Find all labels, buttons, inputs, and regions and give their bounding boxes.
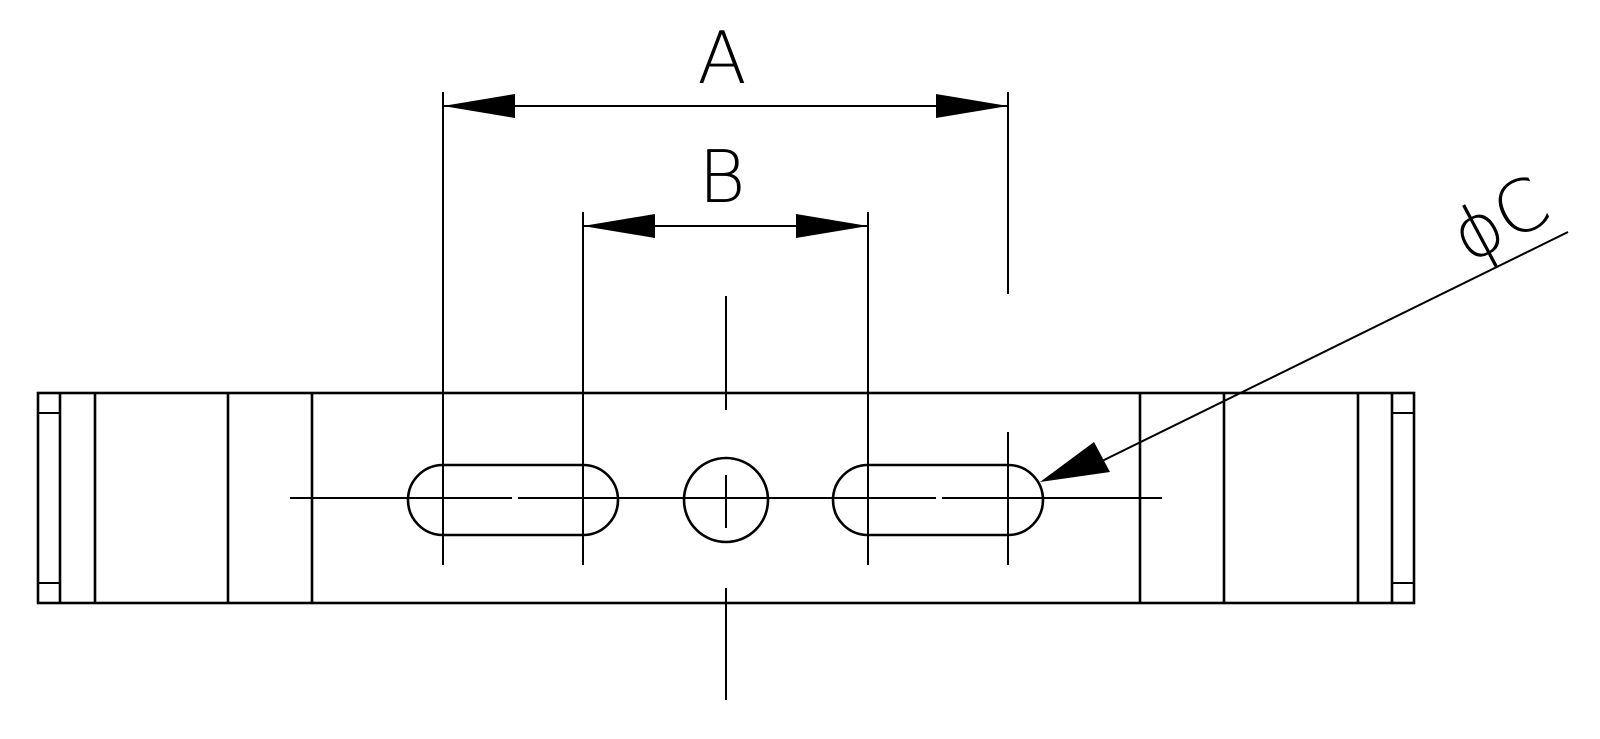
dimension-a-left-arrow <box>443 94 515 118</box>
center-lines <box>290 296 1162 700</box>
left-slot <box>406 463 620 537</box>
dimension-a-label: A <box>697 16 746 100</box>
extension-lines <box>442 92 1009 565</box>
dimension-b-left-arrow <box>583 214 655 238</box>
center-hole <box>682 456 770 544</box>
dimension-a-right-arrow <box>936 94 1008 118</box>
dimension-c-leader: ϕC <box>1040 159 1569 482</box>
dimension-c-arrow <box>1040 442 1110 482</box>
right-slot <box>831 463 1045 537</box>
dimension-b: B <box>583 135 868 238</box>
dimension-b-label: B <box>698 135 745 219</box>
dimension-a: A <box>443 16 1008 118</box>
dimension-b-right-arrow <box>796 214 868 238</box>
dimension-c-label: ϕC <box>1437 159 1563 279</box>
